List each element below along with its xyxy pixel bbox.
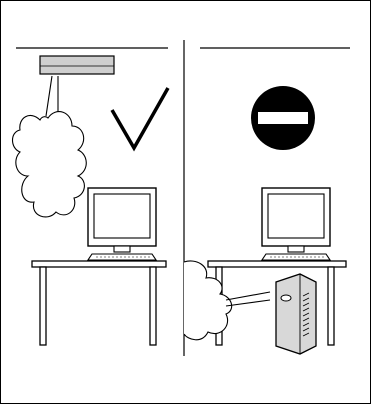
ceiling-vent-icon xyxy=(40,56,114,74)
no-entry-icon xyxy=(251,86,315,150)
right-panel xyxy=(184,86,346,354)
left-panel xyxy=(13,56,169,345)
monitor-icon xyxy=(262,188,330,252)
air-plume-icon xyxy=(13,76,87,217)
checkmark-icon xyxy=(112,88,168,148)
desk-icon xyxy=(32,261,166,345)
air-plume-icon xyxy=(184,261,270,340)
keyboard-icon xyxy=(88,254,156,260)
monitor-icon xyxy=(88,188,156,252)
tower-unit-icon xyxy=(276,274,316,354)
keyboard-icon xyxy=(262,254,330,260)
